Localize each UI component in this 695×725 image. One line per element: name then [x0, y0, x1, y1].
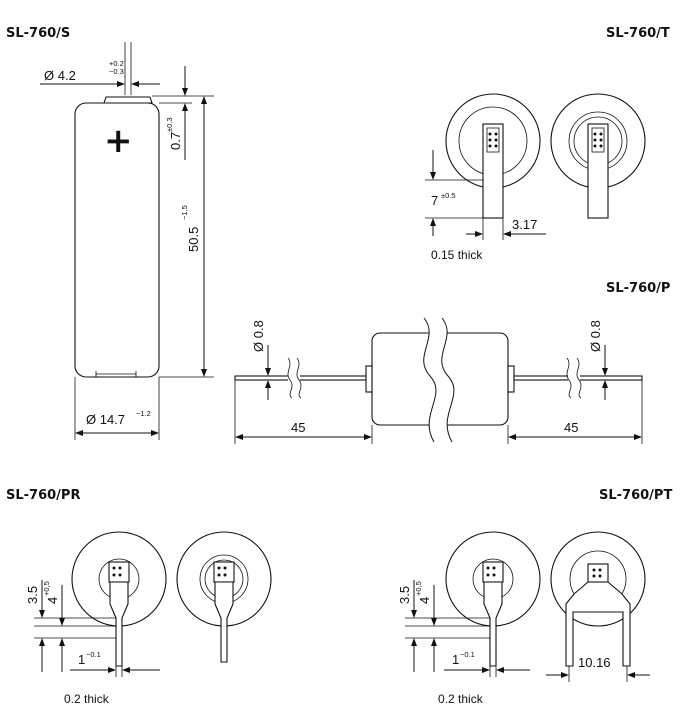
cell-length-tol: −1.5 — [180, 205, 189, 220]
pr-dim-a: 3.5 — [25, 586, 40, 604]
pt-dim-b: 4 — [417, 597, 432, 604]
terminal-tol-plus: +0.2 — [109, 59, 124, 68]
sl-760-pt-view: 3.5 4 +0,5 1 −0.1 10.16 0.2 thick — [397, 531, 650, 706]
pr-dim-b: 4 — [45, 597, 60, 604]
cap-height-value: 0.7 — [168, 132, 183, 150]
label-sl-760-t: SL-760/T — [606, 26, 670, 41]
pr-pin-width: 1 — [78, 652, 85, 667]
sl-760-p-view: Ø 0.8 Ø 0.8 45 45 — [234, 317, 643, 444]
cell-length-value: 50.5 — [186, 227, 201, 252]
pt-thickness-note: 0.2 thick — [438, 692, 484, 706]
sl-760-t-view: 7 ±0.5 3.17 0.15 thick — [425, 93, 646, 262]
terminal-diameter: Ø 4.2 — [44, 68, 76, 83]
positive-terminal-cap — [103, 96, 153, 104]
cell-diameter-value: Ø 14.7 — [86, 412, 125, 427]
pt-pitch-value: 10.16 — [578, 655, 611, 670]
sl-760-s-view: Ø 4.2 +0.2 −0.3 + 0.7 ±0.3 50.5 −1.5 — [40, 42, 214, 440]
sl-760-pr-view: 3.5 4 +0,5 1 −0.1 0.2 thick — [25, 531, 272, 706]
pr-thickness-note: 0.2 thick — [64, 692, 110, 706]
p-lead-right-length: 45 — [564, 420, 578, 435]
pt-dim-a: 3.5 — [397, 586, 412, 604]
pt-pin-tol: −0.1 — [460, 650, 475, 659]
p-lead-left-length: 45 — [291, 420, 305, 435]
plus-sign-icon: + — [104, 121, 133, 161]
cell-diameter-tol: −1.2 — [136, 409, 151, 418]
terminal-tol-minus: −0.3 — [109, 67, 124, 76]
label-sl-760-pr: SL-760/PR — [6, 488, 80, 503]
label-sl-760-s: SL-760/S — [6, 26, 70, 41]
t-tab-left — [482, 123, 504, 219]
cell-body — [74, 102, 160, 378]
pr-pin-tol: −0.1 — [86, 650, 101, 659]
pt-pin-width: 1 — [452, 652, 459, 667]
pr-dim-b-tol: +0,5 — [42, 581, 51, 596]
p-wire-dia-left: Ø 0.8 — [251, 320, 266, 352]
p-lead-left — [234, 375, 367, 381]
t-tab-right — [587, 123, 609, 219]
pt-dim-b-tol: +0,5 — [414, 581, 423, 596]
tab-height-tol: ±0.5 — [441, 191, 456, 200]
label-sl-760-pt: SL-760/PT — [599, 488, 672, 503]
t-thickness-note: 0.15 thick — [431, 248, 483, 262]
label-sl-760-p: SL-760/P — [606, 281, 670, 296]
p-wire-dia-right: Ø 0.8 — [588, 320, 603, 352]
tab-width-value: 3.17 — [512, 217, 537, 232]
cap-height-tol: ±0.3 — [165, 117, 174, 132]
tab-height-value: 7 — [431, 193, 438, 208]
